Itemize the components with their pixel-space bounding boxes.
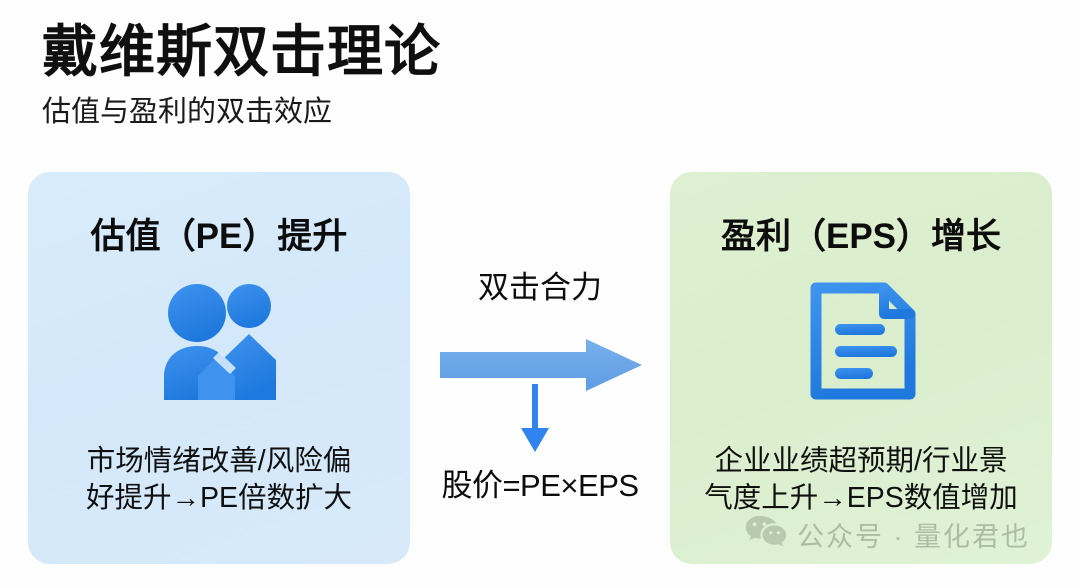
card-valuation-desc-line-2: 好提升→PE倍数扩大	[85, 481, 353, 514]
card-valuation-desc-line-1: 市场情绪改善/风险偏	[86, 445, 352, 478]
card-earnings: 盈利（EPS）增长 企业业绩超预期/行业景 气度上升→E	[670, 172, 1052, 564]
two-people-icon	[28, 276, 410, 406]
horizontal-arrow-icon	[440, 339, 642, 396]
card-earnings-desc-line-1: 企业业绩超预期/行业景	[714, 445, 1008, 478]
vertical-arrow-icon	[513, 384, 557, 457]
card-valuation: 估值（PE）提升	[28, 172, 410, 564]
card-valuation-description: 市场情绪改善/风险偏 好提升→PE倍数扩大	[28, 443, 410, 516]
document-icon	[670, 276, 1052, 406]
formula-text: 股价=PE×EPS	[441, 468, 639, 503]
card-earnings-desc-line-2: 气度上升→EPS数值增加	[704, 481, 1018, 514]
card-valuation-title: 估值（PE）提升	[90, 217, 348, 256]
middle-connector: 双击合力 股价=PE×EPS	[410, 172, 670, 564]
watermark-text: 公众号 · 量化君也	[797, 522, 1030, 552]
watermark: 公众号 · 量化君也	[745, 515, 1030, 554]
page-title: 戴维斯双击理论	[42, 20, 441, 83]
page-subtitle: 估值与盈利的双击效应	[42, 96, 333, 129]
wechat-icon	[745, 515, 787, 554]
header: 戴维斯双击理论 估值与盈利的双击效应	[42, 18, 662, 132]
card-earnings-title: 盈利（EPS）增长	[720, 217, 1002, 256]
card-earnings-description: 企业业绩超预期/行业景 气度上升→EPS数值增加	[670, 443, 1052, 516]
force-label: 双击合力	[478, 270, 602, 305]
